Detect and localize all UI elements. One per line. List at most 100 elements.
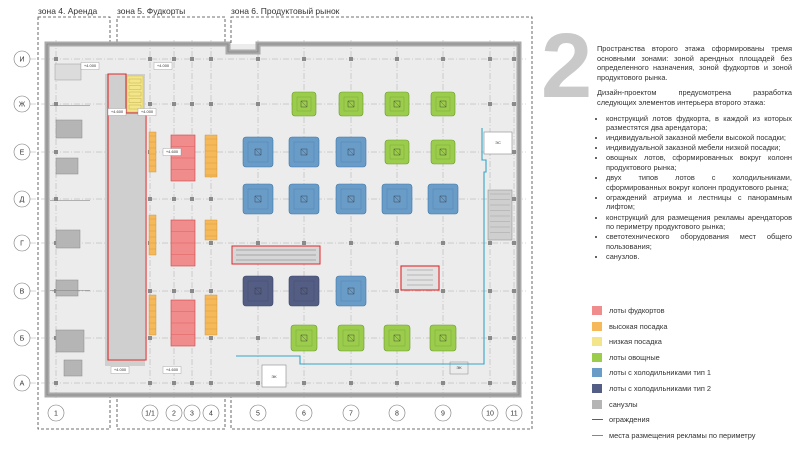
veg-lot-inner — [435, 144, 451, 160]
legend-label: места размещения рекламы по периметру — [609, 430, 756, 440]
veg-lot-column — [300, 334, 308, 342]
veg-lot — [337, 324, 365, 352]
structural-column — [441, 57, 445, 61]
legend-line — [592, 434, 603, 437]
row-axis-marker — [13, 190, 31, 208]
structural-column — [148, 102, 152, 106]
atrium-corridor — [105, 74, 145, 366]
legend-label: лоты с холодильниками тип 2 — [609, 383, 712, 393]
structural-column — [209, 336, 213, 340]
level-mark: +4.000 — [84, 63, 97, 68]
room-label: ЭС — [495, 140, 501, 145]
low-seating-table — [128, 98, 142, 103]
veg-lot-cross — [393, 100, 401, 108]
legend-label: лоты с холодильниками тип 1 — [609, 368, 712, 378]
fridge-lot-type1-inner — [340, 188, 362, 210]
structural-column — [441, 381, 445, 385]
column-axis-marker — [481, 404, 499, 422]
veg-lot-column — [393, 334, 401, 342]
ad-perimeter-line — [236, 128, 487, 365]
level-mark-box — [107, 108, 127, 116]
row-axis-marker — [13, 95, 31, 113]
fridge-lot-type1-cross — [347, 287, 355, 295]
column-axis-label: 6 — [302, 410, 306, 417]
fridge-lot-type2-inner — [293, 280, 315, 302]
structural-column — [512, 289, 516, 293]
toilet-block — [63, 359, 83, 377]
fridge-lot-type1-cross — [300, 148, 308, 156]
column-axis-marker — [295, 404, 313, 422]
veg-lot-cross — [439, 148, 447, 156]
structural-column — [512, 102, 516, 106]
description: Пространства второго этажа сформированы … — [597, 44, 792, 262]
service-room — [449, 361, 469, 375]
veg-lot-column — [439, 334, 447, 342]
fridge-lot-type1 — [381, 183, 413, 215]
structural-column — [302, 57, 306, 61]
structural-column — [190, 57, 194, 61]
structural-column — [512, 197, 516, 201]
toilet-block — [55, 119, 83, 139]
structural-column — [172, 102, 176, 106]
structural-column — [190, 289, 194, 293]
veg-lot-cross — [300, 334, 308, 342]
structural-column — [209, 241, 213, 245]
level-mark: +4.000 — [114, 367, 127, 372]
intro-paragraph-1: Пространства второго этажа сформированы … — [597, 44, 792, 82]
partition-wall — [50, 200, 90, 201]
structural-column — [349, 57, 353, 61]
structural-column — [256, 102, 260, 106]
fridge-lot-type1-inner — [293, 141, 315, 163]
legend: лоты фудкортов высокая посадка низкая по… — [592, 304, 802, 444]
veg-lot — [384, 139, 410, 165]
structural-column — [395, 241, 399, 245]
column-axis-marker — [505, 404, 523, 422]
structural-column — [148, 57, 152, 61]
fridge-lot-type2-column — [300, 287, 308, 295]
high-seating-block — [148, 131, 157, 173]
fridge-lot-type1-inner — [247, 141, 269, 163]
structural-column — [302, 241, 306, 245]
structural-column — [512, 381, 516, 385]
fridge-lot-type1 — [288, 183, 320, 215]
legend-swatch — [592, 337, 602, 347]
structural-column — [54, 57, 58, 61]
structural-column — [190, 102, 194, 106]
structural-column — [256, 381, 260, 385]
fridge-lot-type1-inner — [293, 188, 315, 210]
veg-lot-cross — [347, 334, 355, 342]
row-axis-label: А — [20, 380, 25, 387]
structural-column — [349, 381, 353, 385]
structural-column — [256, 57, 260, 61]
fridge-lot-type1 — [335, 136, 367, 168]
structural-column — [441, 241, 445, 245]
structural-column — [256, 336, 260, 340]
fridge-lot-type2 — [242, 275, 274, 307]
row-axis-label: Ж — [19, 101, 26, 108]
veg-lot — [291, 91, 317, 117]
veg-lot-cross — [393, 148, 401, 156]
structural-column — [148, 381, 152, 385]
toilet-block — [55, 157, 79, 175]
legend-item-fridge-type-2: лоты с холодильниками тип 2 — [592, 382, 802, 398]
fridge-lot-type1-column — [347, 195, 355, 203]
fridge-lot-type1-column — [393, 195, 401, 203]
structural-column — [209, 381, 213, 385]
column-axis-label: 2 — [172, 410, 176, 417]
column-axis-marker — [434, 404, 452, 422]
structural-column — [54, 381, 58, 385]
zone-label-foodcourt: зона 5. Фудкорты — [117, 6, 186, 16]
legend-swatch — [592, 321, 602, 331]
veg-lot-inner — [434, 329, 452, 347]
fridge-lot-type1-inner — [386, 188, 408, 210]
veg-lot-column — [393, 100, 401, 108]
fridge-lot-type1-inner — [340, 141, 362, 163]
level-mark: +4.600 — [166, 149, 179, 154]
low-seating-table — [128, 78, 142, 84]
column-axis-marker — [47, 404, 65, 422]
veg-lot-inner — [342, 329, 360, 347]
column-axis-marker — [165, 404, 183, 422]
fridge-lot-type1 — [335, 183, 367, 215]
veg-lot-inner — [388, 329, 406, 347]
fridge-lot-type2-cross — [254, 287, 262, 295]
